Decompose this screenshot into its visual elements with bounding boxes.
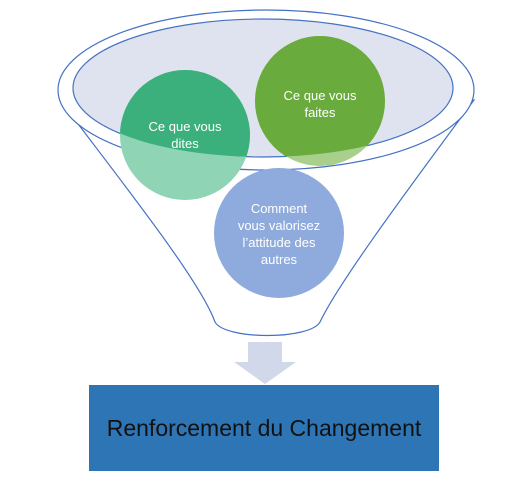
circle-ce-que-vous-faites xyxy=(255,36,385,166)
circle-label-valorisez: Comment vous valorisez l’attitude des au… xyxy=(237,201,321,267)
circle-label-dites: Ce que vous dites xyxy=(148,119,222,151)
circle-label-faites: Ce que vous faites xyxy=(283,88,357,120)
result-label: Renforcement du Changement xyxy=(106,414,422,441)
circle-comment-vous-valorisez xyxy=(214,168,344,298)
result-box: Renforcement du Changement xyxy=(89,385,439,471)
circle-ce-que-vous-dites xyxy=(120,70,250,200)
down-arrow-icon xyxy=(234,342,296,384)
